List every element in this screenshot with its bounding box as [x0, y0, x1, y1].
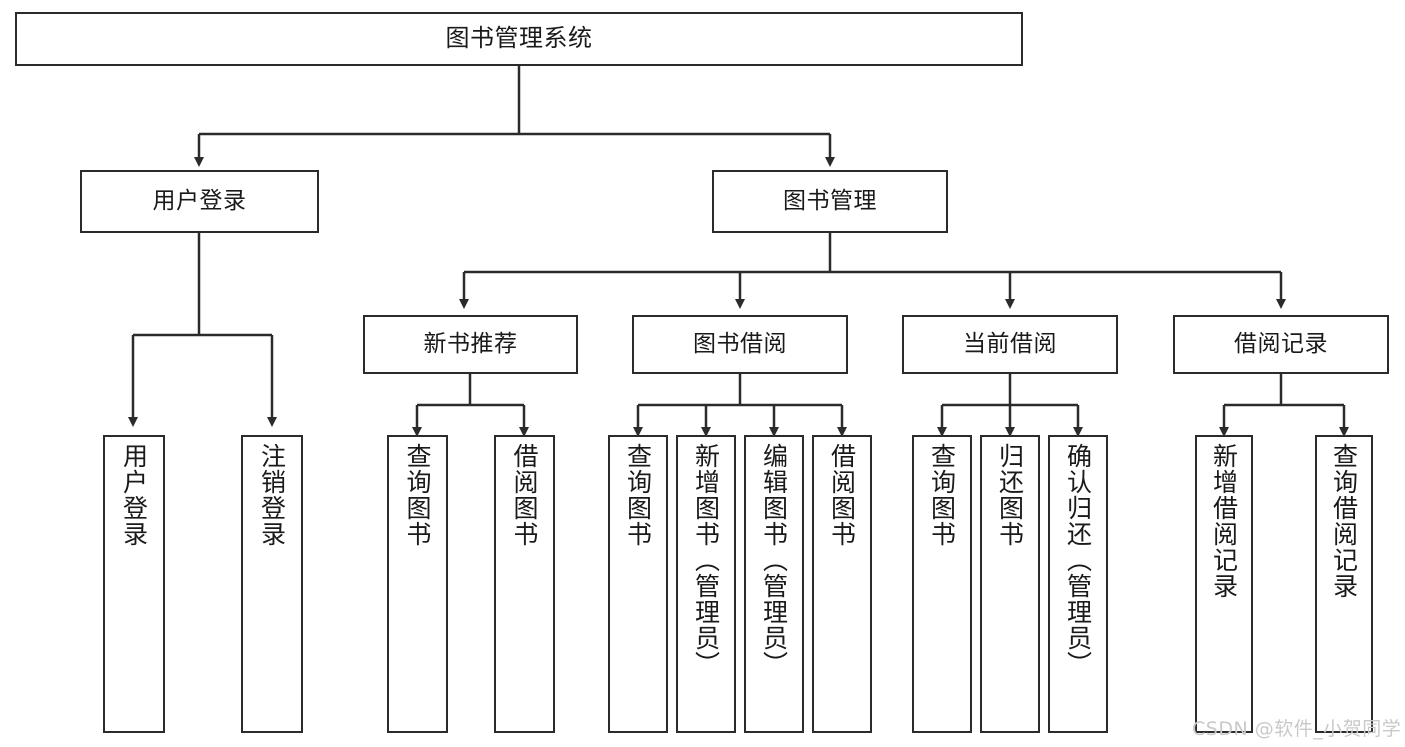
leaf-current-borrow-confirm[interactable]: 确认归还（管理员） — [1048, 435, 1108, 733]
node-book-management[interactable]: 图书管理 — [712, 170, 948, 233]
node-label: 借阅图书 — [827, 443, 857, 547]
node-label: 用户登录 — [119, 443, 149, 547]
leaf-user-login-login[interactable]: 用户登录 — [103, 435, 165, 733]
csdn-watermark: CSDN @软件_小贺同学 — [1192, 718, 1402, 740]
node-label: 编辑图书（管理员） — [759, 443, 789, 677]
node-label: 查询图书 — [927, 443, 957, 547]
leaf-new-book-query[interactable]: 查询图书 — [387, 435, 448, 733]
node-label: 确认归还（管理员） — [1063, 443, 1093, 677]
node-label: 新增借阅记录 — [1209, 443, 1239, 599]
node-user-login[interactable]: 用户登录 — [80, 170, 319, 233]
node-label: 新增图书（管理员） — [691, 443, 721, 677]
node-label: 归还图书 — [995, 443, 1025, 547]
node-label: 当前借阅 — [963, 331, 1057, 358]
leaf-current-borrow-query[interactable]: 查询图书 — [912, 435, 972, 733]
node-borrow-record[interactable]: 借阅记录 — [1173, 315, 1389, 374]
node-book-borrow[interactable]: 图书借阅 — [632, 315, 848, 374]
node-label: 用户登录 — [152, 188, 247, 215]
leaf-current-borrow-return[interactable]: 归还图书 — [980, 435, 1040, 733]
node-label: 图书管理 — [783, 188, 877, 215]
node-label: 图书借阅 — [693, 331, 787, 358]
leaf-borrow-record-add[interactable]: 新增借阅记录 — [1195, 435, 1253, 733]
node-label: 图书管理系统 — [445, 24, 593, 53]
leaf-user-login-logout[interactable]: 注销登录 — [241, 435, 303, 733]
node-root-system[interactable]: 图书管理系统 — [15, 12, 1023, 66]
node-current-borrow[interactable]: 当前借阅 — [902, 315, 1118, 374]
node-label: 借阅图书 — [510, 443, 539, 547]
node-label: 查询图书 — [403, 443, 432, 547]
leaf-borrow-record-query[interactable]: 查询借阅记录 — [1315, 435, 1373, 733]
node-label: 查询图书 — [623, 443, 653, 547]
leaf-book-borrow-query[interactable]: 查询图书 — [608, 435, 668, 733]
node-label: 注销登录 — [257, 443, 287, 547]
node-label: 新书推荐 — [423, 331, 518, 358]
leaf-book-borrow-add[interactable]: 新增图书（管理员） — [676, 435, 736, 733]
node-label: 借阅记录 — [1234, 331, 1328, 358]
node-label: 查询借阅记录 — [1329, 443, 1359, 599]
leaf-new-book-borrow[interactable]: 借阅图书 — [494, 435, 555, 733]
leaf-book-borrow-edit[interactable]: 编辑图书（管理员） — [744, 435, 804, 733]
leaf-book-borrow-lend[interactable]: 借阅图书 — [812, 435, 872, 733]
node-new-book-recommend[interactable]: 新书推荐 — [363, 315, 578, 374]
